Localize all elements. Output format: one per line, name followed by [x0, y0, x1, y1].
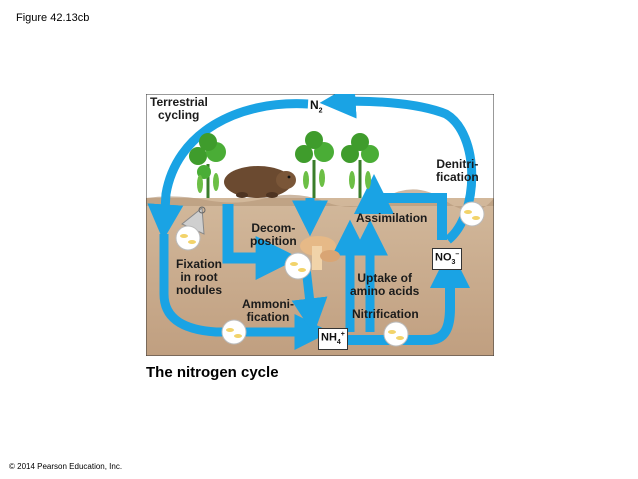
label-uptake: Uptake of amino acids	[350, 272, 419, 298]
label-ammoni-line2: fication	[242, 311, 294, 324]
nh4-sup: +	[341, 331, 345, 338]
label-fixation: Fixation in root nodules	[176, 258, 222, 297]
label-terrestrial-cycling: Terrestrial cycling	[150, 96, 208, 122]
no3-label: NO3–	[432, 248, 462, 270]
figure-label: Figure 42.13cb	[16, 12, 89, 24]
nh4-sub: 4	[337, 339, 341, 346]
label-fixation-line3: nodules	[176, 284, 222, 297]
label-denitri-line2: fication	[436, 171, 479, 184]
label-uptake-line2: amino acids	[350, 285, 419, 298]
label-decom-line2: position	[250, 235, 297, 248]
label-ammonification: Ammoni- fication	[242, 298, 294, 324]
label-terrestrial-line2: cycling	[150, 109, 208, 122]
no3-main: NO	[435, 252, 452, 264]
nh4-main: NH	[321, 332, 337, 344]
no3-sub: 3	[452, 259, 456, 266]
bacteria-icon	[176, 226, 200, 250]
label-nitrification: Nitrification	[352, 308, 419, 321]
bacteria-icon	[384, 322, 408, 346]
no3-sup: –	[455, 251, 459, 258]
nitrogen-cycle-diagram: Terrestrial cycling N2 Denitri- fication…	[146, 94, 494, 356]
n2-label: N2	[310, 98, 323, 114]
n2-main: N	[310, 98, 319, 112]
label-decomposition: Decom- position	[250, 222, 297, 248]
label-denitrification: Denitri- fication	[436, 158, 479, 184]
bacteria-icon	[460, 202, 484, 226]
bacteria-icon	[285, 253, 311, 279]
copyright-notice: © 2014 Pearson Education, Inc.	[9, 462, 122, 471]
n2-sub: 2	[319, 107, 323, 114]
nh4-label: NH4+	[318, 328, 348, 350]
label-assimilation: Assimilation	[356, 212, 427, 225]
figure-caption: The nitrogen cycle	[146, 364, 279, 381]
